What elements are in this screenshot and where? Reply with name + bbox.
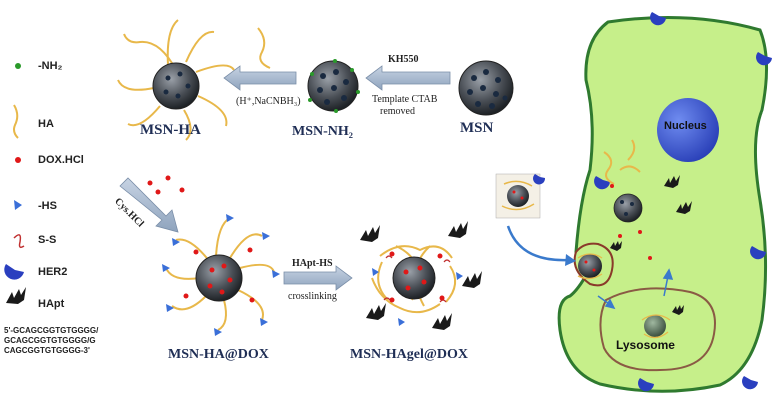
particle-endocytosis [577,253,603,280]
released-ha [603,139,641,185]
her2-receptors [594,12,772,392]
free-dox [147,175,185,195]
lysosome [599,287,716,372]
released-hapt [610,175,692,251]
label-template-2: removed [380,106,415,117]
label-hapt-hs: HApt-HS [292,258,333,269]
arrow-cys [119,177,179,233]
trafficking-arrows [597,268,674,310]
msn-hagel-dox-particle [360,221,482,330]
msn-ha-particle [117,19,235,141]
aptamer-sequence: 5'-GCAGCGGTGTGGGG/ GCAGCGGTGTGGGG/G CAGC… [4,326,98,356]
dox-dot-icon [15,157,21,163]
cancer-cell [557,16,768,393]
hs-triangle-icon [14,200,22,210]
nh2-dot-icon [15,63,21,69]
label-lysosome: Lysosome [616,338,675,352]
label-template-1: Template CTAB [372,94,438,105]
uptake-arrow-head [565,254,576,266]
nucleus [657,98,719,162]
legend-hapt-label: HApt [38,298,65,310]
sequence-line-2: GCAGCGGTGTGGGG/G [4,336,96,345]
ss-bond-icon [13,234,25,249]
legend-ss-label: S-S [38,234,57,246]
sequence-line-1: 5'-GCAGCGGTGTGGGG/ [4,326,99,335]
msn-nh2-particle [307,59,360,113]
legend-icons [4,63,26,304]
label-msn-nh2: MSN-NH₂ [292,124,353,139]
arrow-crosslink [283,265,353,291]
label-kh550: KH550 [388,54,419,65]
legend-hs-label: -HS [38,200,57,212]
label-reduction: (H⁺,NaCNBH₃) [236,96,301,107]
msn-particle [458,60,514,116]
her2-receptor-icon [4,264,24,280]
legend-ha-label: HA [38,118,54,130]
arrow-reduction [223,65,297,91]
legend-nh2-label: -NH₂ [38,60,63,72]
particle-lysosome [641,305,684,339]
legend-her2-label: HER2 [38,266,68,278]
released-dox [610,184,652,260]
ha-strand-free [257,27,271,69]
label-msn-ha: MSN-HA [140,122,201,138]
label-msn: MSN [460,120,494,136]
particle-outside-cell [495,173,546,219]
label-msn-ha-dox: MSN-HA@DOX [168,347,269,362]
label-crosslinking: crosslinking [288,291,337,302]
released-msn [613,193,643,223]
msn-ha-dox-particle [162,214,280,336]
legend-dox-label: DOX.HCl [38,154,84,166]
arrow-kh550 [365,65,451,91]
label-msn-hagel-dox: MSN-HAgel@DOX [350,347,469,362]
label-nucleus: Nucleus [664,120,707,132]
uptake-arrow [506,225,569,262]
ha-strand-icon [13,104,19,139]
hapt-aptamer-icon [6,287,26,304]
sequence-line-3: CAGCGGTGTGGGG-3' [4,346,90,355]
